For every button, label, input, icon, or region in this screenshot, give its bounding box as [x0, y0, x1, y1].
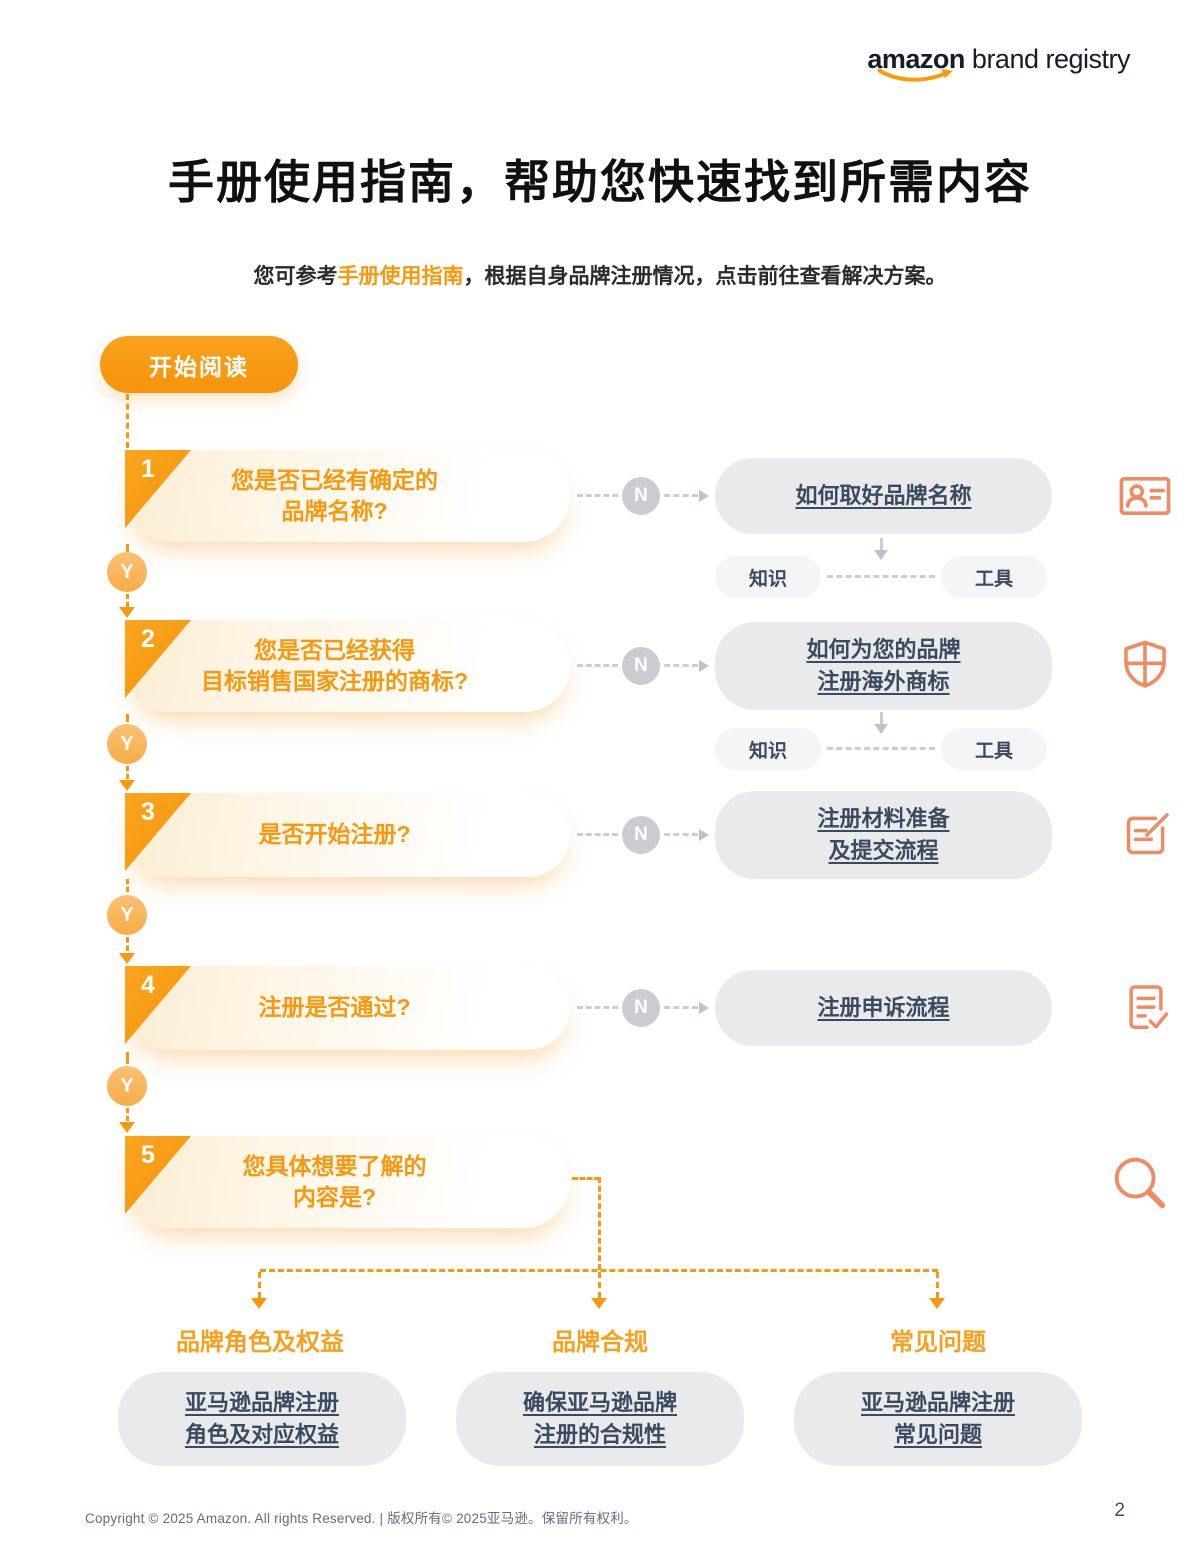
step-3-question-card: 是否开始注册?: [125, 793, 570, 877]
no-node: N: [622, 989, 660, 1027]
branch-label-compliance: 品牌合规: [552, 1329, 648, 1356]
amazon-smile-icon: [877, 68, 953, 82]
subtitle-suffix: ，根据自身品牌注册情况，点击前往查看解决方案。: [463, 265, 947, 288]
branch-card-compliance[interactable]: 确保亚马逊品牌 注册的合规性: [456, 1372, 744, 1466]
no-node: N: [622, 816, 660, 854]
answer-card-brand-name[interactable]: 如何取好品牌名称: [715, 458, 1052, 534]
dashed-line: [126, 937, 129, 951]
step-5-question-card: 您具体想要了解的 内容是?: [125, 1136, 570, 1228]
dashed-line: [126, 879, 129, 892]
arrow-right-icon: [699, 1002, 709, 1014]
dashed-line: [827, 575, 935, 578]
start-node: 开始阅读: [100, 336, 298, 393]
arrow-down-icon: [874, 550, 888, 560]
edit-note-icon: [1118, 807, 1174, 863]
no-node: N: [622, 647, 660, 685]
dashed-line: [126, 714, 129, 722]
dashed-line: [126, 544, 129, 552]
dashed-line: [126, 1108, 129, 1121]
answer-card-trademark[interactable]: 如何为您的品牌 注册海外商标: [715, 622, 1052, 710]
tools-pill[interactable]: 工具: [941, 556, 1047, 598]
step-1-question-card: 您是否已经有确定的 品牌名称?: [125, 450, 570, 542]
page-title: 手册使用指南，帮助您快速找到所需内容: [168, 156, 1032, 208]
branch-card-faq[interactable]: 亚马逊品牌注册 常见问题: [794, 1372, 1082, 1466]
dashed-line: [577, 494, 618, 497]
yes-node: Y: [107, 895, 147, 935]
dashed-line: [880, 712, 883, 724]
yes-node: Y: [107, 724, 147, 764]
dashed-line: [598, 1177, 601, 1270]
answer-card-appeal[interactable]: 注册申诉流程: [715, 970, 1052, 1046]
dashed-line: [827, 747, 935, 750]
search-icon: [1108, 1151, 1170, 1213]
arrow-down-icon: [591, 1298, 607, 1309]
page-subtitle: 您可参考手册使用指南，根据自身品牌注册情况，点击前往查看解决方案。: [0, 260, 1200, 290]
arrow-down-icon: [874, 724, 888, 734]
dashed-line: [598, 1272, 601, 1298]
arrow-down-icon: [119, 953, 135, 964]
footer-copyright: Copyright © 2025 Amazon. All rights Rese…: [85, 1511, 638, 1526]
dashed-line: [936, 1272, 939, 1298]
dashed-line: [664, 494, 698, 497]
answer-card-materials[interactable]: 注册材料准备 及提交流程: [715, 791, 1052, 879]
arrow-down-icon: [119, 607, 135, 618]
branch-label-faq: 常见问题: [890, 1329, 986, 1356]
dashed-line: [126, 394, 129, 448]
page-number: 2: [1114, 1500, 1125, 1521]
branch-card-roles[interactable]: 亚马逊品牌注册 角色及对应权益: [118, 1372, 406, 1466]
dashed-line: [880, 538, 883, 550]
step-4-question-card: 注册是否通过?: [125, 966, 570, 1050]
arrow-right-icon: [699, 660, 709, 672]
dashed-line: [577, 833, 618, 836]
arrow-right-icon: [699, 829, 709, 841]
checklist-icon: [1118, 980, 1174, 1036]
arrow-right-icon: [699, 490, 709, 502]
dashed-line: [577, 1006, 618, 1009]
yes-node: Y: [107, 1066, 147, 1106]
knowledge-pill[interactable]: 知识: [715, 728, 821, 770]
logo-text-brand-registry: brand registry: [971, 44, 1131, 74]
dashed-line: [664, 833, 698, 836]
tools-pill[interactable]: 工具: [941, 728, 1047, 770]
id-card-icon: [1116, 467, 1174, 525]
dashed-line: [258, 1272, 261, 1298]
dashed-line: [260, 1269, 938, 1272]
subtitle-prefix: 您可参考: [253, 265, 338, 288]
guide-link[interactable]: 手册使用指南: [337, 265, 464, 288]
dashed-line: [577, 664, 618, 667]
arrow-down-icon: [119, 1122, 135, 1133]
dashed-line: [126, 1052, 129, 1064]
dashed-line: [126, 766, 129, 779]
brand-logo: amazon brand registry: [867, 44, 1131, 82]
yes-node: Y: [107, 552, 147, 592]
logo-text-amazon: amazon: [867, 44, 965, 82]
step-2-question-card: 您是否已经获得 目标销售国家注册的商标?: [125, 620, 570, 712]
arrow-down-icon: [251, 1298, 267, 1309]
shield-icon: [1116, 637, 1174, 695]
knowledge-pill[interactable]: 知识: [715, 556, 821, 598]
no-node: N: [622, 477, 660, 515]
branch-label-roles: 品牌角色及权益: [176, 1329, 344, 1356]
arrow-down-icon: [929, 1298, 945, 1309]
dashed-line: [664, 664, 698, 667]
arrow-down-icon: [119, 780, 135, 791]
dashed-line: [126, 594, 129, 607]
dashed-line: [572, 1177, 600, 1180]
dashed-line: [664, 1006, 698, 1009]
